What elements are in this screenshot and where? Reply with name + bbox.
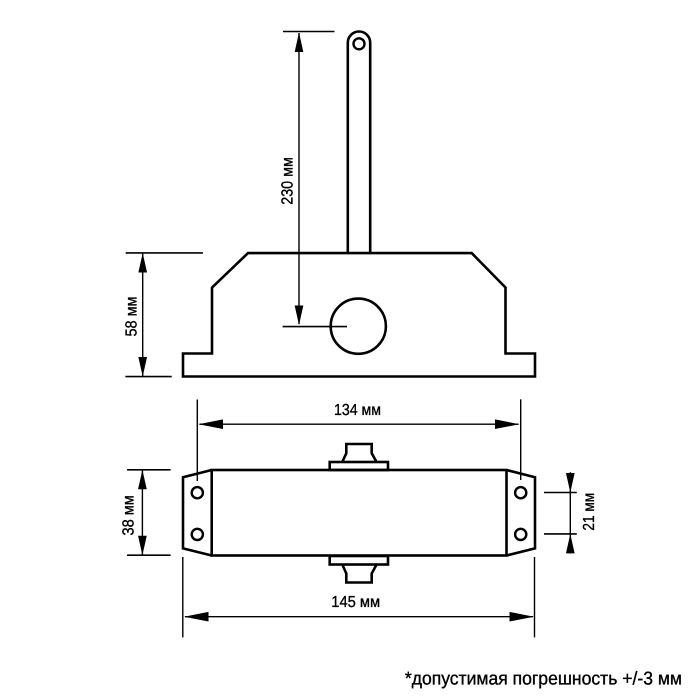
- svg-text:58 мм: 58 мм: [124, 296, 141, 336]
- svg-text:134 мм: 134 мм: [334, 402, 381, 419]
- svg-text:38 мм: 38 мм: [120, 495, 137, 535]
- svg-text:21 мм: 21 мм: [581, 493, 598, 531]
- svg-text:230 мм: 230 мм: [280, 157, 297, 205]
- svg-text:145 мм: 145 мм: [331, 594, 380, 611]
- svg-text:*допустимая погрешность +/-3 м: *допустимая погрешность +/-3 мм: [405, 668, 682, 689]
